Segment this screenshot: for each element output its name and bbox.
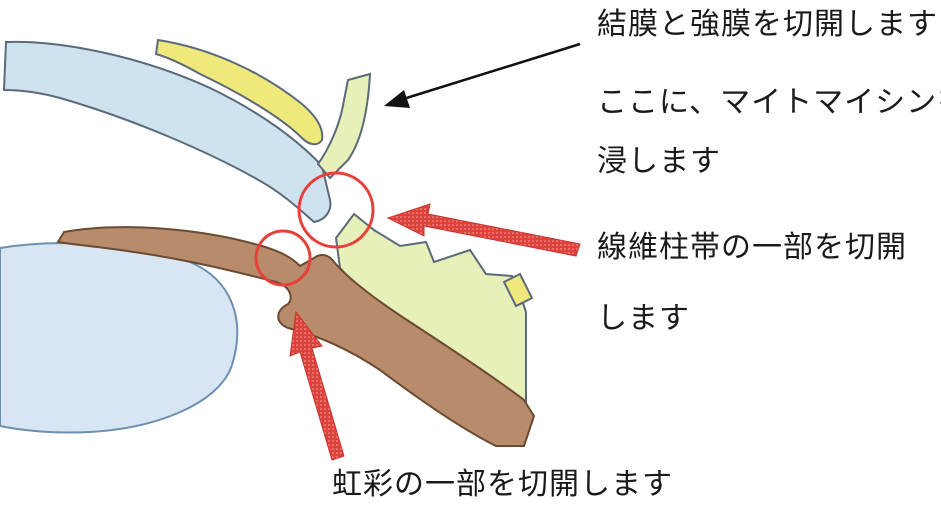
conjunctiva-label-line-3: 浸します [597,147,721,177]
lens-shape [0,243,237,432]
black-arrow-line [400,44,580,100]
trabecular-label-line-2: します [597,304,690,334]
cornea-shape [4,42,330,222]
conjunctiva-label-line-1: 結膜と強膜を切開します [597,10,938,40]
iris-label: 虹彩の一部を切開します [332,470,673,500]
sclera-flap-shape [318,74,370,178]
trabecular-label-line-1: 線維柱帯の一部を切開 [597,233,907,263]
conjunctiva-label-line-2: ここに、マイトマイシンを [597,88,941,118]
black-arrow-head [384,90,410,108]
